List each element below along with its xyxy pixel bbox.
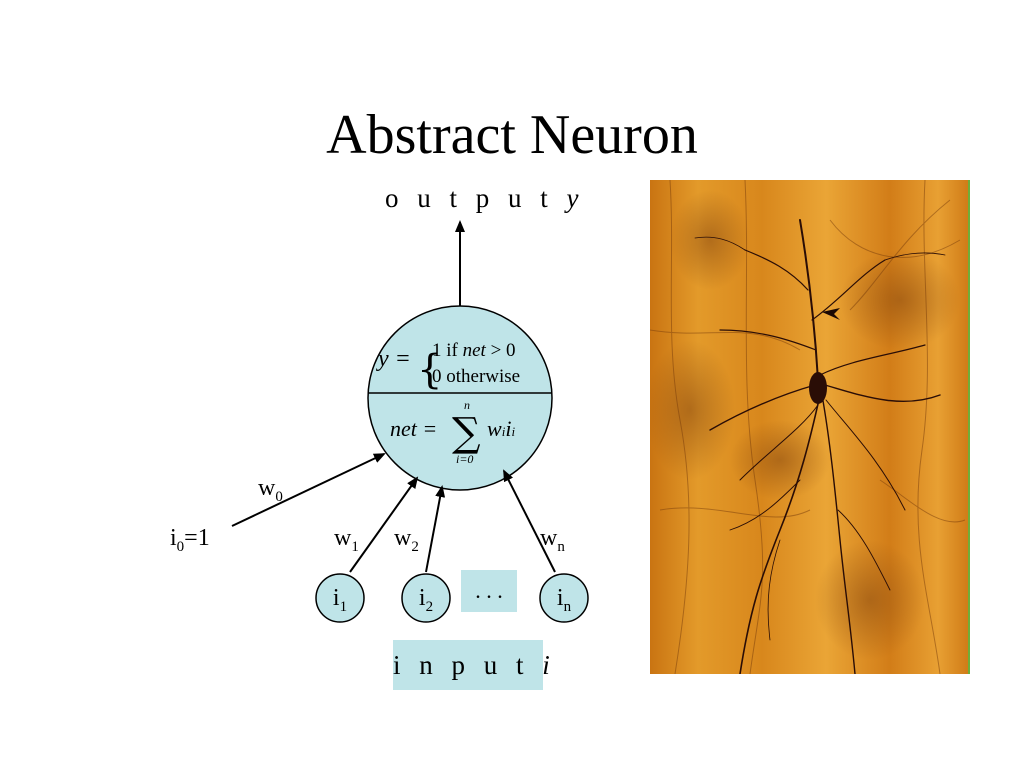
arrow-w2 bbox=[425, 485, 446, 573]
activation-brace: { bbox=[417, 347, 442, 393]
input-label-n: in bbox=[556, 585, 572, 615]
sum-lower-limit: i=0 bbox=[456, 452, 474, 466]
input-label-box: i n p u t i bbox=[393, 640, 550, 690]
sum-term: wiii bbox=[487, 416, 516, 441]
sigma-symbol: ∑ bbox=[452, 410, 481, 456]
neuron-photo bbox=[650, 180, 970, 674]
arrow-w1 bbox=[349, 476, 419, 573]
slide-title: Abstract Neuron bbox=[326, 104, 698, 166]
ellipsis-box: . . . bbox=[461, 570, 517, 612]
input-node-1 bbox=[315, 573, 365, 623]
sum-upper-limit: n bbox=[464, 398, 470, 412]
neuron-node bbox=[367, 305, 553, 491]
weight-label-n: wn bbox=[540, 525, 565, 555]
activation-case-1: 1 if net > 0 bbox=[432, 340, 516, 361]
ellipsis-text: . . . bbox=[475, 578, 503, 603]
weight-label-2: w2 bbox=[394, 525, 419, 555]
weight-label-1: w1 bbox=[334, 525, 359, 555]
activation-case-2: 0 otherwise bbox=[432, 366, 521, 387]
bias-input-label: i0=1 bbox=[170, 525, 210, 555]
input-label-2: i2 bbox=[418, 585, 434, 615]
arrow-wn bbox=[503, 469, 556, 573]
output-label: o u t p u t y bbox=[385, 183, 579, 213]
input-label-1: i1 bbox=[332, 585, 348, 615]
net-formula-lhs: net = bbox=[390, 416, 438, 441]
weight-label-0: w0 bbox=[258, 475, 283, 505]
input-node-n bbox=[539, 573, 589, 623]
arrow-w0 bbox=[231, 453, 386, 527]
input-node-2 bbox=[401, 573, 451, 623]
activation-formula: y = bbox=[378, 346, 411, 372]
input-label: i n p u t i bbox=[393, 650, 550, 680]
